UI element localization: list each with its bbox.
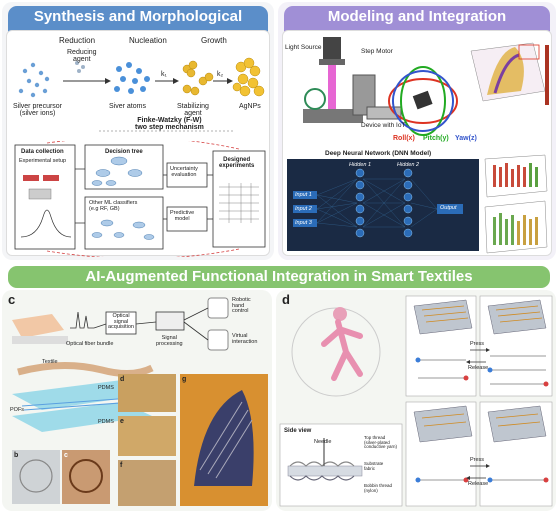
virtual-label: Virtual interaction xyxy=(232,333,258,345)
yaw-label: Yaw(z) xyxy=(455,135,477,142)
k2-label: k₂ xyxy=(217,71,224,78)
panel-letter-d: d xyxy=(282,292,290,307)
predictive-label: Predictive model xyxy=(170,210,195,222)
modeling-illustration xyxy=(287,37,549,254)
uncertainty-label: Uncertainty evaluation xyxy=(170,166,198,178)
sub-d: d xyxy=(120,376,125,383)
sub-f: f xyxy=(120,462,123,469)
roll-label: Roll(x) xyxy=(393,135,415,142)
panel-d: d xyxy=(276,290,556,511)
dnn-network xyxy=(293,168,463,238)
output-label: Output xyxy=(440,205,457,211)
pitch-label: Pitch(y) xyxy=(423,135,449,142)
needle-label: Needle xyxy=(314,439,332,445)
dnn-title: Deep Neural Network (DNN Model) xyxy=(325,150,432,157)
hidden2-label: Hidden 2 xyxy=(397,162,420,168)
panel-c: c Optical signal acquisition Signal proc… xyxy=(2,290,272,511)
top-thread-label: Top thread (silver-plated conductive yar… xyxy=(364,435,398,449)
panel-a: Synthesis and Morphological Control a Re… xyxy=(2,2,274,260)
press-1-label: Press xyxy=(470,341,485,347)
stabilizing-clusters xyxy=(182,60,214,96)
pressure-sensor-illustration xyxy=(279,295,553,507)
step-motor-label: Step Motor xyxy=(361,48,393,55)
k1-label: k₁ xyxy=(161,71,167,78)
input-2-label: Input 2 xyxy=(295,206,312,212)
textile-label: Textile xyxy=(42,359,58,365)
other-ml-label: Other ML classifiers (e.g RF, GB) xyxy=(89,200,138,212)
decision-tree-label: Decision tree xyxy=(105,149,143,155)
silver-precursor-dots xyxy=(18,62,50,98)
fiber-bundle-label: Optical fiber bundle xyxy=(66,341,114,347)
synthesis-scheme xyxy=(18,57,265,132)
data-collection-label: Data collection xyxy=(21,149,64,155)
fw-mechanism-label: Finke-Watzky (F-W) two step mechanism xyxy=(135,117,204,131)
pof-label: POFs xyxy=(10,407,25,413)
panel-b-content: Light Source Step Motor Device with IoT … xyxy=(282,30,552,256)
device-iot-label: Device with IoT xyxy=(361,122,406,129)
panel-letter-c: c xyxy=(8,292,16,307)
silver-atoms-label: Siver atoms xyxy=(109,103,146,110)
agnps-label: AgNPs xyxy=(239,103,261,110)
textile-sensor-illustration xyxy=(12,297,268,506)
banner-c: AI-Augmented Functional Integration in S… xyxy=(8,266,550,288)
sub-g: g xyxy=(182,376,187,383)
reduction-label: Reduction xyxy=(59,36,96,45)
substrate-label: Substrate fabric xyxy=(364,461,384,471)
signal-processing-label: Signal processing xyxy=(156,335,183,347)
input-3-label: Input 3 xyxy=(295,220,312,226)
bobbin-label: Bobbin thread (nylon) xyxy=(364,483,393,493)
robotic-label: Robotic hand control xyxy=(232,297,251,314)
silver-precursor-label: Silver precursor (silver ions) xyxy=(13,103,63,117)
release-1-label: Release xyxy=(468,365,489,371)
reducing-agent-label: Reducing agent xyxy=(67,49,97,63)
release-2-label: Release xyxy=(468,481,489,487)
reducing-agent-dots xyxy=(75,61,85,73)
pdms2-label: PDMS xyxy=(98,419,114,425)
designed-label: Designed experiments xyxy=(219,157,255,169)
press-2-label: Press xyxy=(470,457,485,463)
optical-signal-label: Optical signal acquisition xyxy=(108,313,134,330)
sub-e: e xyxy=(120,418,124,425)
hidden1-label: Hidden 1 xyxy=(349,162,372,168)
panel-b: Modeling and Integration Optimization b xyxy=(278,2,556,260)
sub-c: c xyxy=(64,452,68,459)
agnp-clusters xyxy=(232,57,265,97)
panel-a-content: Reduction Nucleation Growth xyxy=(6,30,270,257)
silver-atoms-dots xyxy=(114,62,150,94)
sub-b: b xyxy=(14,452,19,459)
nucleation-label: Nucleation xyxy=(129,36,167,45)
stabilizing-agent-label: Stabilizing agent xyxy=(177,103,209,117)
ml-workflow-diagram xyxy=(14,141,266,257)
side-view-label: Side view xyxy=(284,428,312,434)
light-source-label: Light Source xyxy=(285,44,322,51)
pdms1-label: PDMS xyxy=(98,385,114,391)
input-1-label: Input 1 xyxy=(295,192,312,198)
experimental-setup-label: Experimental setup xyxy=(19,158,67,164)
growth-label: Growth xyxy=(201,36,227,45)
